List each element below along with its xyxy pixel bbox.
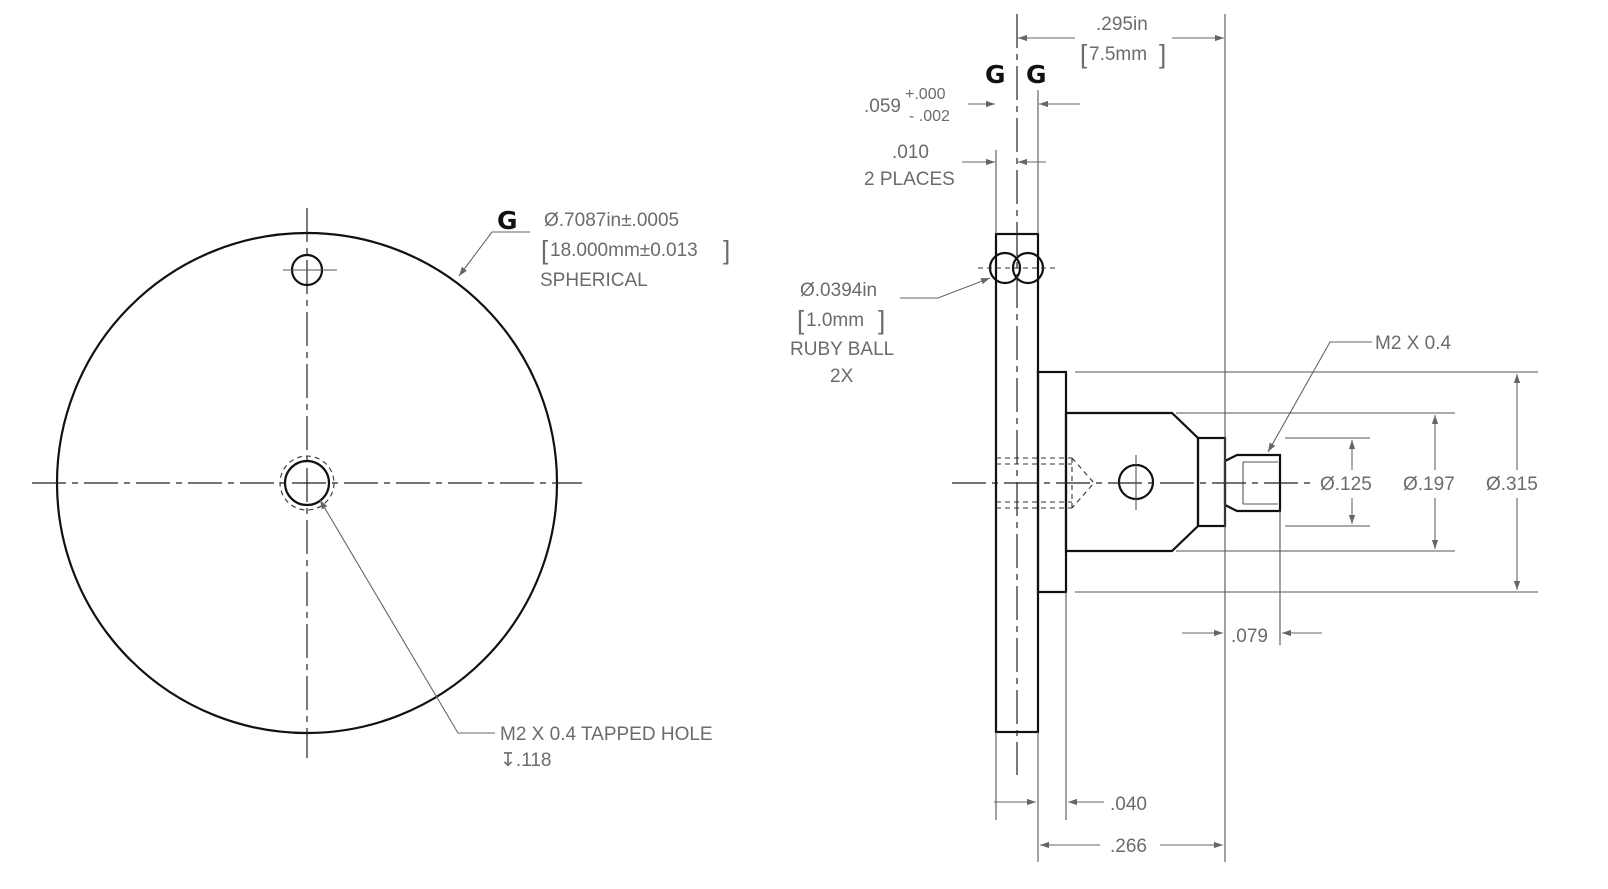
- bracket-open: [: [541, 235, 549, 265]
- dim-010-note: 2 PLACES: [864, 169, 955, 190]
- datum-g-right: G: [1026, 60, 1047, 89]
- bracket-open-295: [: [1080, 39, 1088, 69]
- dim-295-mm: 7.5mm: [1089, 44, 1147, 65]
- hole-leader: [319, 499, 495, 734]
- dim-295-inch: .295in: [1096, 14, 1148, 35]
- sphere-dia-mm: 18.000mm±0.013: [550, 240, 698, 261]
- bracket-open-ruby: [: [797, 305, 805, 335]
- hub-collar: [1036, 370, 1068, 594]
- dim-079-value: .079: [1231, 626, 1268, 647]
- dim-040-value: .040: [1110, 794, 1147, 815]
- dim-125-value: Ø.125: [1320, 474, 1372, 495]
- datum-g-front: G: [497, 206, 518, 235]
- ruby-material: RUBY BALL: [790, 339, 894, 360]
- dim-010-value: .010: [892, 142, 929, 163]
- drill-point-hidden: [1071, 457, 1095, 509]
- dim-315-value: Ø.315: [1486, 474, 1538, 495]
- ruby-qty: 2X: [830, 366, 854, 387]
- ruby-dia-mm: 1.0mm: [806, 310, 864, 331]
- sphere-leader: [458, 231, 530, 277]
- tapped-hole-inner: [283, 459, 331, 507]
- dim-059-tol-plus: +.000: [905, 86, 946, 103]
- bracket-close-ruby: ]: [878, 305, 885, 335]
- hole-callout: M2 X 0.4 TAPPED HOLE: [500, 724, 713, 745]
- bracket-close: ]: [723, 235, 730, 265]
- main-body: [1064, 411, 1200, 553]
- dim-197-value: Ø.197: [1403, 474, 1455, 495]
- hole-depth: ↧.118: [500, 750, 552, 771]
- sphere-dia-inch: Ø.7087in±.0005: [544, 210, 679, 231]
- bracket-close-295: ]: [1159, 39, 1166, 69]
- thread-leader: [1267, 341, 1372, 453]
- dim-266-value: .266: [1110, 836, 1147, 857]
- ruby-leader: [900, 277, 991, 299]
- front-view: G Ø.7087in±.0005 [ 18.000mm±0.013 ] SPHE…: [32, 206, 730, 771]
- tapped-hole-thread: [279, 455, 335, 511]
- thread-callout: M2 X 0.4: [1375, 333, 1451, 354]
- sphere-surface-note: SPHERICAL: [540, 270, 648, 291]
- datum-g-left: G: [985, 60, 1006, 89]
- dim-059-value: .059: [864, 96, 901, 117]
- ruby-dia-inch: Ø.0394in: [800, 280, 877, 301]
- dim-059-tol-minus: - .002: [909, 108, 950, 125]
- pilot-step: [1196, 436, 1227, 528]
- side-view: .295in [ 7.5mm ] G G .059 +.000 - .002 .…: [790, 14, 1538, 862]
